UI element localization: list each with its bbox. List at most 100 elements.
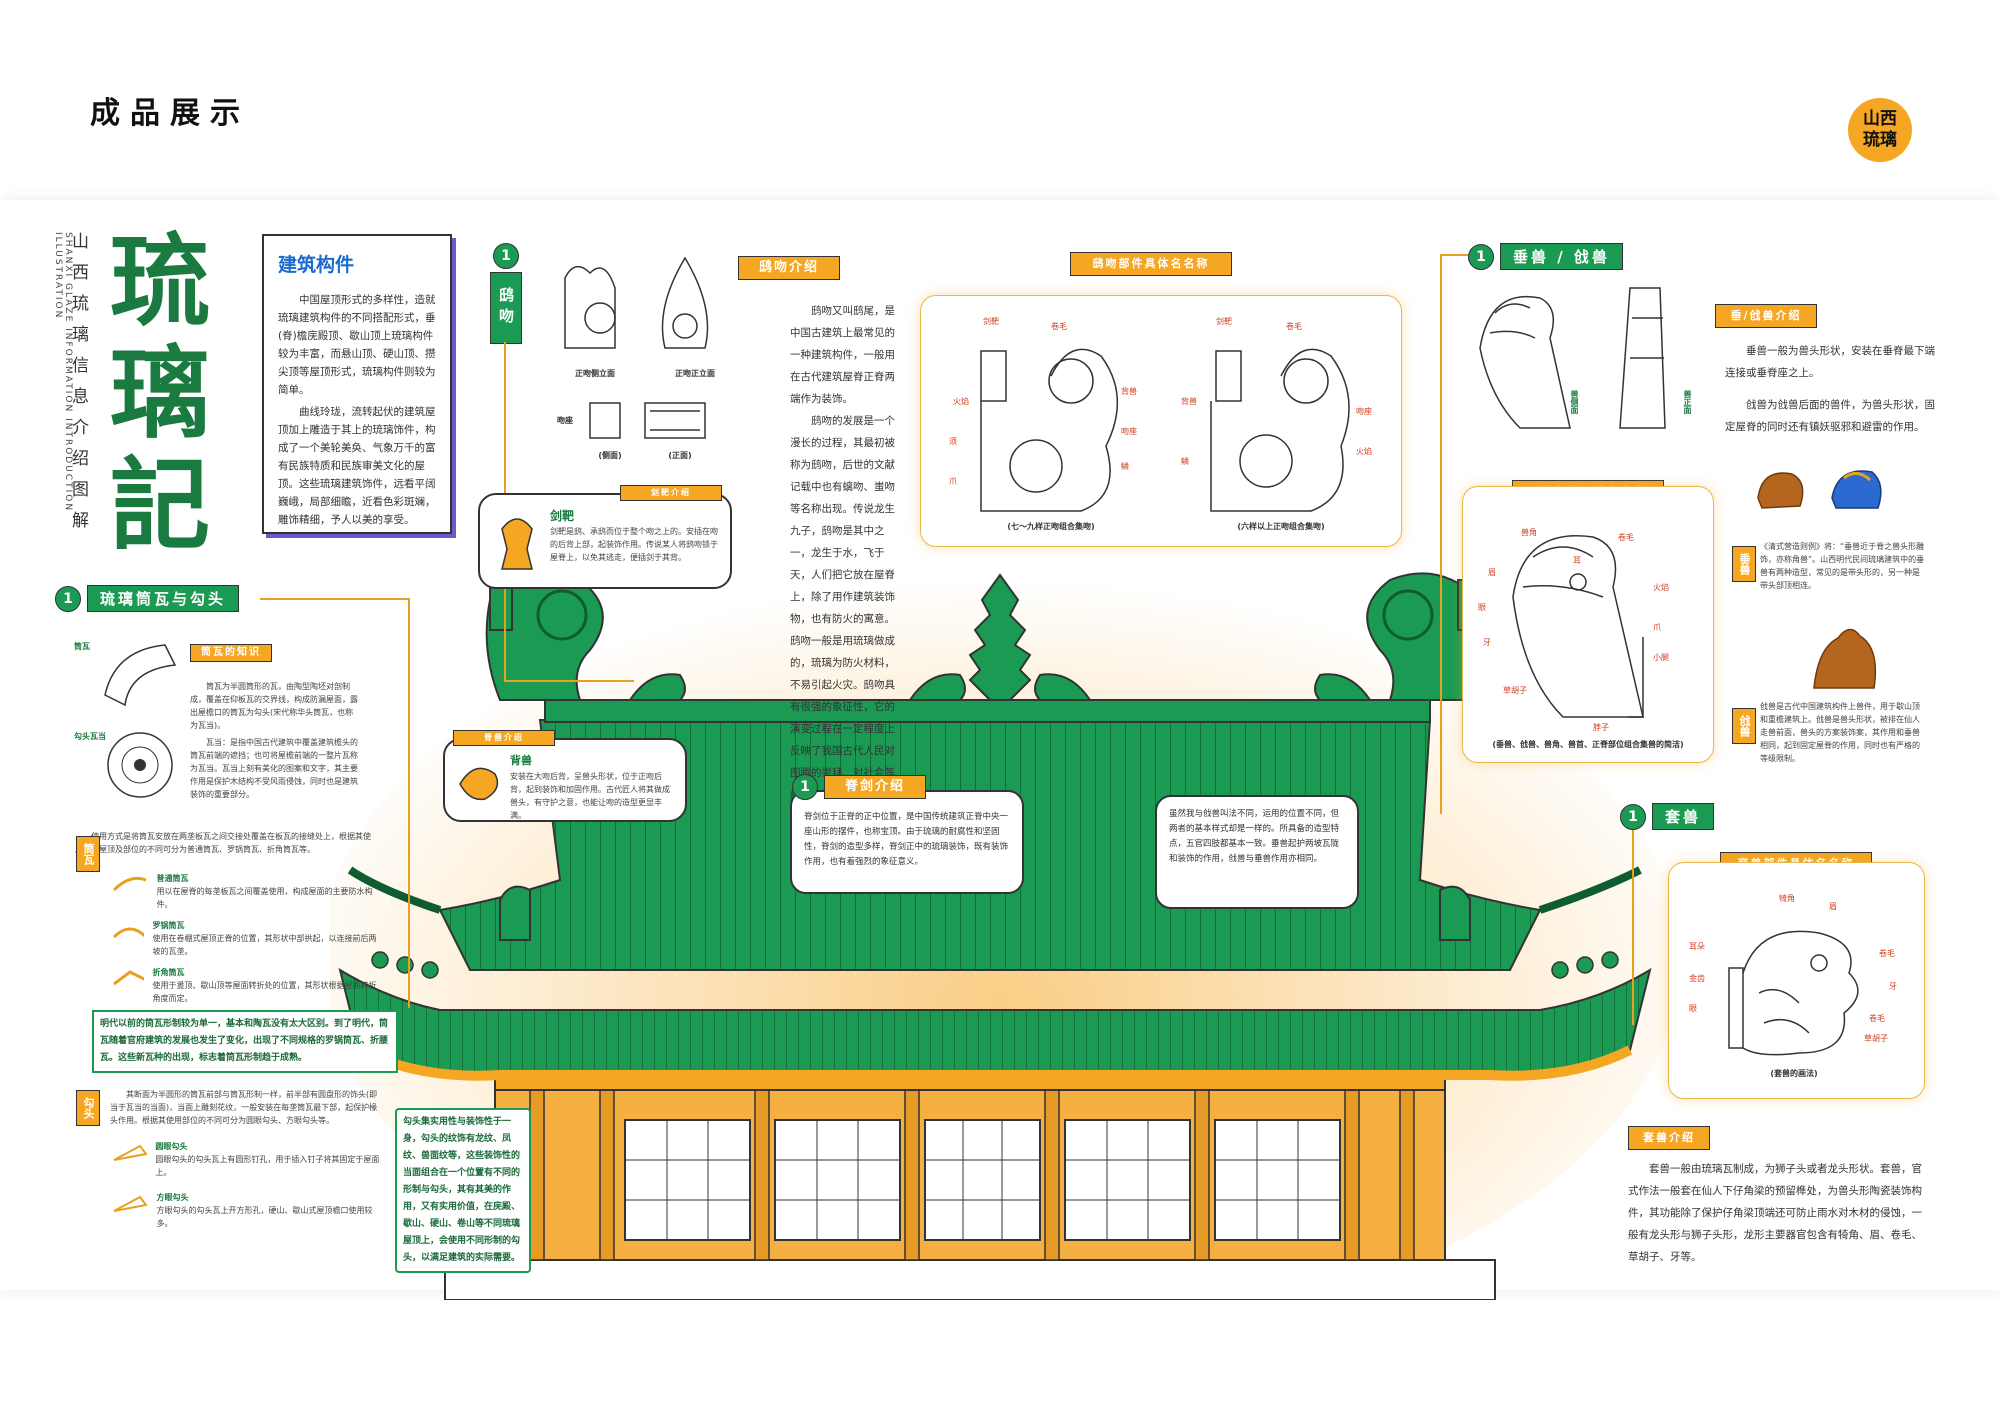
tongwa-item-icon (112, 876, 147, 892)
intro-card: 建筑构件 中国屋顶形式的多样性，造就琉璃建筑构件的不同搭配形式，垂(脊)檐庑殿顶… (262, 234, 452, 534)
tongwa-item-icon (112, 927, 145, 939)
chiwen-parts-drawing (980, 348, 1350, 512)
part-label: 卷毛 (1618, 533, 1634, 542)
part-label: 鳞 (1121, 462, 1129, 471)
chiwen-p1: 鸱吻又叫鸱尾，是中国古建筑上最常见的一种建筑构件，一般用在古代建筑屋脊正脊两端作… (790, 305, 895, 405)
chuishou-bubble: 虽然我与戗兽叫法不同，运用的位置不同，但两者的基本样式却是一样的。所具备的造型特… (1155, 795, 1359, 909)
taoshou-parts-diagram: (套兽的画法) 犄角 眉 耳朵 卷毛 牙 金齿 眼 草胡子 卷毛 (1668, 862, 1925, 1099)
tongwa-p3: 使用方式是将筒瓦安放在两垄板瓦之间交接处覆盖在板瓦的接缝处上，根据其使用建筑屋顶… (75, 832, 371, 854)
item-title: 普通筒瓦 (156, 874, 189, 883)
chiwen-p2: 鸱吻的发展是一个漫长的过程，其最初被称为鸱吻，后世的文献记载中也有螭吻、蚩吻等名… (790, 415, 895, 801)
goutou-item-icon (113, 1144, 148, 1161)
item-title: 罗锅筒瓦 (152, 921, 185, 930)
part-label: 兽角 (1521, 528, 1537, 537)
connector-line (1440, 254, 1468, 256)
tongwa-note: 明代以前的筒瓦形制较为单一，基本和陶瓦没有太大区别。到了明代，筒瓦随着官府建筑的… (92, 1010, 398, 1073)
list-item: 普通筒瓦 用以在屋脊的每垄板瓦之间覆盖使用，构成屋面的主要防水构件。 (110, 872, 380, 911)
part-label: 卷毛 (1879, 949, 1895, 958)
taoshou-intro-tag: 套兽介绍 (1628, 1126, 1710, 1150)
chiwen-parts-tag: 鸱吻部件具体名名称 (1070, 252, 1232, 276)
goutou-note: 勾头集实用性与装饰性于一身，勾头的纹饰有龙纹、凤纹、兽面纹等，这些装饰性的当面组… (395, 1108, 531, 1273)
part-label: 吻座 (1121, 427, 1137, 436)
tongwa-p2: 瓦当：是指中国古代建筑中覆盖建筑檐头的筒瓦前端的遮挡；也可将屋檐前端的一整片瓦称… (190, 738, 358, 799)
tongwa-p1: 筒瓦为半圆筒形的瓦，由陶型陶坯对剖制成，覆盖在仰板瓦的交界线，构成防漏屋面，露出… (190, 682, 358, 730)
part-label: 眼 (1478, 603, 1486, 612)
chuishou-parts-diagram: (垂兽、戗兽、兽角、兽首、正脊部位组合集兽的简洁) 兽角 眉 耳 卷毛 眼 火焰… (1462, 486, 1714, 763)
goutou-item-icon (113, 1195, 148, 1212)
logo-line1: 山西 (1863, 109, 1897, 129)
item-text: 用以在屋脊的每垄板瓦之间覆盖使用，构成屋面的主要防水构件。 (156, 887, 373, 909)
tongwa-text: 筒瓦为半圆筒形的瓦，由陶型陶坯对剖制成，覆盖在仰板瓦的交界线，构成防漏屋面，露出… (190, 680, 360, 801)
chuishou-p2: 戗兽为戗兽后面的兽件，为兽头形状，固定屋脊的同时还有镇妖驱邪和避雷的作用。 (1725, 399, 1935, 433)
list-item: 罗锅筒瓦 使用在卷棚式屋顶正脊的位置，其形状中部拱起，以连接前后两坡的瓦垄。 (110, 919, 380, 958)
item-text: 使用于盝顶、歇山顶等屋面转折处的位置，其形状根据屋面转折角度而定。 (152, 981, 377, 1003)
list-item: 方眼勾头 方眼勾头的勾头瓦上开方形孔，硬山、歇山式屋顶檐口使用较多。 (110, 1191, 380, 1230)
part-label: 爪 (949, 477, 957, 486)
jijian-text: 脊剑位于正脊的正中位置，是中国传统建筑正脊中央一座山形的摆件，也称宝顶。由于琉璃… (804, 812, 1009, 867)
section-taoshou-header: 1 套兽 (1620, 803, 1715, 830)
chuishou-p1: 垂兽一般为兽头形状，安装在垂脊最下端连接或垂脊座之上。 (1725, 345, 1935, 379)
chuishou-cap-side: 兽侧面 (1570, 390, 1579, 414)
connector-line (408, 598, 410, 1008)
chiwen-diagram-cap1: (七～九样正吻组合集吻) (1007, 522, 1095, 531)
part-label: 背兽 (1121, 387, 1137, 396)
section-jijian-header: 1 脊剑介绍 (792, 774, 926, 800)
section-label: 垂兽 / 戗兽 (1500, 243, 1623, 270)
part-label: 剑靶 (983, 317, 999, 326)
part-label: 眼 (1689, 1004, 1697, 1013)
part-label: 牙 (1483, 638, 1491, 647)
item-text: 方眼勾头的勾头瓦上开方形孔，硬山、歇山式屋顶檐口使用较多。 (156, 1206, 373, 1228)
chuishou-bubble-text: 虽然我与戗兽叫法不同，运用的位置不同，但两者的基本样式却是一样的。所具备的造型特… (1169, 809, 1340, 864)
chuishou-intro-text: 垂兽一般为兽头形状，安装在垂脊最下端连接或垂脊座之上。 戗兽为戗兽后面的兽件，为… (1725, 340, 1935, 438)
qiangshou-photo (1813, 628, 1877, 689)
section-label: 套兽 (1652, 803, 1715, 830)
part-label: 耳 (1573, 556, 1581, 565)
chiwen-cap-base: 吻座 (557, 416, 573, 425)
tongwa-drawings (104, 644, 177, 798)
part-label: 眉 (1829, 902, 1837, 911)
chiwen-cap-b1: (侧面) (598, 451, 622, 460)
item-text: 使用在卷棚式屋顶正脊的位置，其形状中部拱起，以连接前后两坡的瓦垄。 (152, 934, 377, 956)
section-label: 琉璃筒瓦与勾头 (87, 585, 240, 612)
chuishou-parts-drawing (1512, 535, 1644, 718)
side-tag-chuishou: 垂兽 (1732, 546, 1756, 582)
chiwen-cap-front: 正吻侧立面 (575, 369, 615, 378)
main-title: 琉 璃 記 (100, 225, 220, 561)
taoshou-intro-text: 套兽一般由琉璃瓦制成，为狮子头或者龙头形状。套兽，官式作法一般套在仙人下仔角梁的… (1628, 1163, 1922, 1263)
part-label: 卷毛 (1869, 1014, 1885, 1023)
chuishou-drawings (1479, 287, 1666, 429)
label-tongwa: 筒瓦 (74, 642, 90, 651)
list-item: 圆眼勾头 圆眼勾头的勾头瓦上有圆形钉孔，用于插入钉子将其固定于屋面上。 (110, 1140, 380, 1179)
chiwen-cap-side: 正吻正立面 (675, 369, 715, 378)
jishou-name: 背兽 (510, 754, 532, 767)
jishou-text: 安装在大吻后背，呈兽头形状，位于正吻后背，起到装饰和加固作用。古代匠人将其做成兽… (510, 772, 670, 820)
chiwen-cap-b2: (正面) (668, 451, 692, 460)
chuishou-diagram-cap: (垂兽、戗兽、兽角、兽首、正脊部位组合集兽的简洁) (1492, 740, 1684, 749)
building-illustration (330, 572, 1680, 1300)
part-label: 犄角 (1779, 894, 1795, 903)
chiwen-vertical-label: 鸱吻 (490, 272, 522, 344)
goutou-text: 其断面为半圆形的筒瓦前部与筒瓦形制一样，前半部有圆盘形的饰头(即当于瓦当的当面)… (110, 1090, 378, 1125)
jijian-bubble: 1 脊剑介绍 脊剑位于正脊的正中位置，是中国传统建筑正脊中央一座山形的摆件，也称… (790, 774, 1024, 894)
chiwen-diagram-cap2: (六样以上正吻组合集吻) (1237, 522, 1325, 531)
tongwa-tag: 筒瓦的知识 (190, 644, 272, 662)
part-label: 草胡子 (1503, 686, 1527, 695)
connector-line (504, 680, 634, 682)
section-number: 1 (493, 243, 519, 269)
part-label: 吻座 (1356, 407, 1372, 416)
section-number: 1 (55, 585, 81, 612)
chuishou-text-b: 戗兽是古代中国建筑构件上兽件，用于歇山顶和重檐建筑上。戗兽是兽头形状，被排在仙人… (1760, 702, 1920, 763)
part-label: 耳朵 (1689, 942, 1705, 951)
part-label: 火焰 (1356, 447, 1372, 456)
label-goutou: 勾头瓦当 (74, 732, 106, 741)
taoshou-cap: (套兽的画法) (1770, 1069, 1818, 1078)
side-tag-qiangshou: 戗兽 (1732, 708, 1756, 744)
intro-card-p2: 曲线玲珑，流转起伏的建筑屋顶加上雕造于其上的琉璃饰件，构成了一个美轮美奂、气象万… (278, 406, 436, 526)
item-text: 圆眼勾头的勾头瓦上有圆形钉孔，用于插入钉子将其固定于屋面上。 (155, 1155, 380, 1177)
jishou-callout: 脊兽介绍 背兽 安装在大吻后背，呈兽头形状，位于正吻后背，起到装饰和加固作用。古… (443, 730, 687, 822)
jianba-icon (501, 518, 533, 570)
part-label: 小腿 (1653, 653, 1669, 662)
jishou-mini-tag: 脊兽介绍 (453, 730, 555, 746)
logo-line2: 琉璃 (1863, 130, 1897, 150)
list-item: 折角筒瓦 使用于盝顶、歇山顶等屋面转折处的位置，其形状根据屋面转折角度而定。 (110, 966, 380, 1005)
